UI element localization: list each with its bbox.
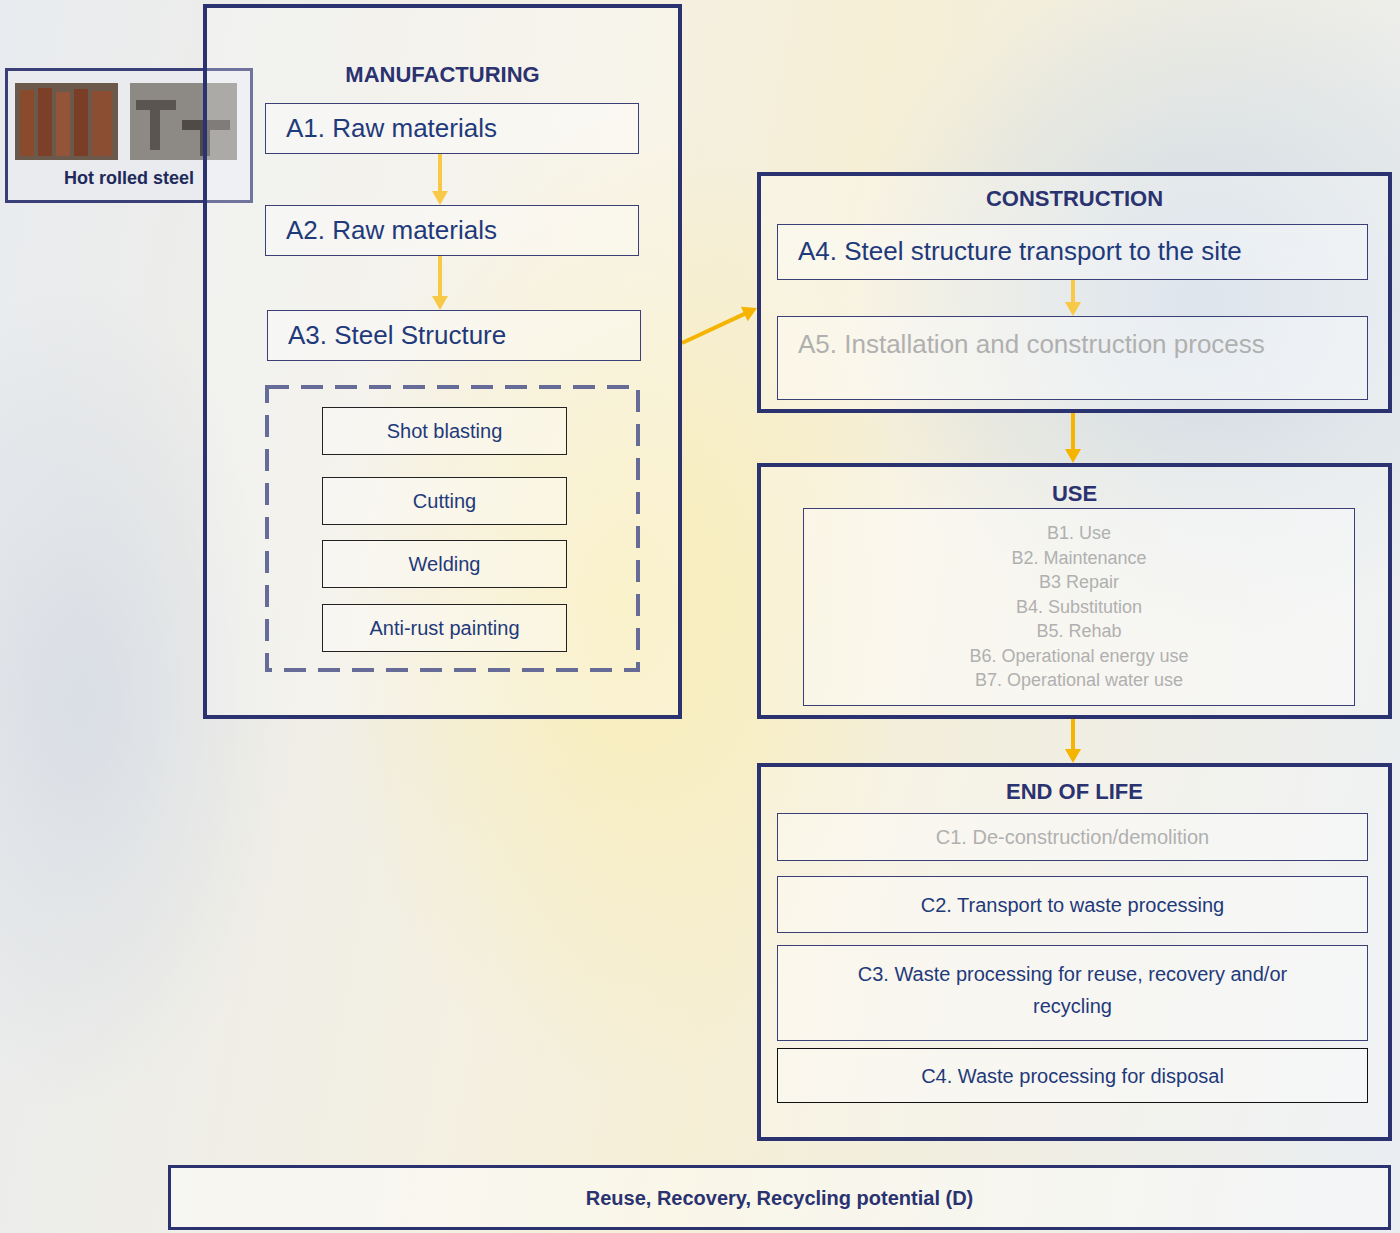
stage-heading: USE [761, 481, 1388, 507]
stage-group: CONSTRUCTION A4. Steel structure transpor… [757, 172, 1392, 413]
module-label: B4. Substitution [1016, 595, 1142, 620]
arrow-shaft [1071, 413, 1075, 451]
process-box: A2. Raw materials [265, 205, 639, 256]
box-label: Hot rolled steel [64, 168, 194, 190]
arrow-shaft [1071, 719, 1075, 751]
box-label: Welding [409, 552, 481, 576]
process-box: A5. Installation and construction proces… [777, 316, 1368, 400]
steel-plate [74, 89, 88, 156]
box-label: Shot blasting [387, 419, 503, 443]
operation-box: Shot blasting [322, 407, 567, 455]
arrow-head [1065, 749, 1081, 763]
module-list-box: B1. UseB2. MaintenanceB3 RepairB4. Subst… [803, 508, 1355, 706]
module-label: B3 Repair [1039, 570, 1119, 595]
process-box: A4. Steel structure transport to the sit… [777, 224, 1368, 280]
box-label: C3. Waste processing for reuse, recovery… [818, 958, 1327, 1022]
box-label: A5. Installation and construction proces… [798, 329, 1265, 360]
box-label: Reuse, Recovery, Recycling potential (D) [586, 1186, 974, 1210]
benefits-box: Reuse, Recovery, Recycling potential (D) [168, 1165, 1391, 1230]
operation-box: Anti-rust painting [322, 604, 567, 652]
steel-plate [92, 91, 112, 156]
steel-plate [56, 92, 70, 156]
operation-box: Welding [322, 540, 567, 588]
box-label: A1. Raw materials [286, 113, 497, 144]
box-label: C4. Waste processing for disposal [921, 1064, 1224, 1088]
stage-group: END OF LIFE C1. De-construction/demolitio… [757, 763, 1392, 1141]
box-label: A3. Steel Structure [288, 320, 506, 351]
process-box: A1. Raw materials [265, 103, 639, 154]
process-box: C1. De-construction/demolition [777, 813, 1368, 861]
operation-box: Cutting [322, 477, 567, 525]
steel-beam [150, 110, 160, 150]
steel-plate [20, 90, 34, 156]
steel-beam [136, 100, 176, 110]
flow-arrow [1065, 719, 1081, 763]
process-box: A3. Steel Structure [267, 310, 641, 361]
stage-heading: MANUFACTURING [207, 62, 678, 88]
module-label: B2. Maintenance [1011, 546, 1146, 571]
module-label: B7. Operational water use [975, 668, 1183, 693]
arrow-head [1065, 449, 1081, 463]
module-label: B5. Rehab [1036, 619, 1121, 644]
steel-photo [15, 83, 118, 160]
flow-arrow [1065, 413, 1081, 463]
box-label: Anti-rust painting [369, 616, 519, 640]
box-label: A2. Raw materials [286, 215, 497, 246]
box-label: Cutting [413, 489, 476, 513]
box-label: C1. De-construction/demolition [936, 825, 1209, 849]
arrow-shaft [682, 313, 746, 343]
stage-heading: END OF LIFE [761, 779, 1388, 805]
stage-heading: CONSTRUCTION [761, 186, 1388, 212]
flow-arrow [682, 307, 757, 343]
process-box: C2. Transport to waste processing [777, 876, 1368, 933]
module-label: B6. Operational energy use [969, 644, 1188, 669]
steel-plate [38, 88, 52, 156]
arrow-head [741, 307, 757, 321]
box-label: A4. Steel structure transport to the sit… [798, 236, 1242, 267]
process-box: C4. Waste processing for disposal [777, 1048, 1368, 1103]
box-label: C2. Transport to waste processing [921, 893, 1224, 917]
module-label: B1. Use [1047, 521, 1111, 546]
process-box: C3. Waste processing for reuse, recovery… [777, 945, 1368, 1041]
stage-group: MANUFACTURING A1. Raw materialsA2. Raw ma… [203, 4, 682, 719]
stage-group: USEB1. UseB2. MaintenanceB3 RepairB4. Su… [757, 463, 1392, 719]
